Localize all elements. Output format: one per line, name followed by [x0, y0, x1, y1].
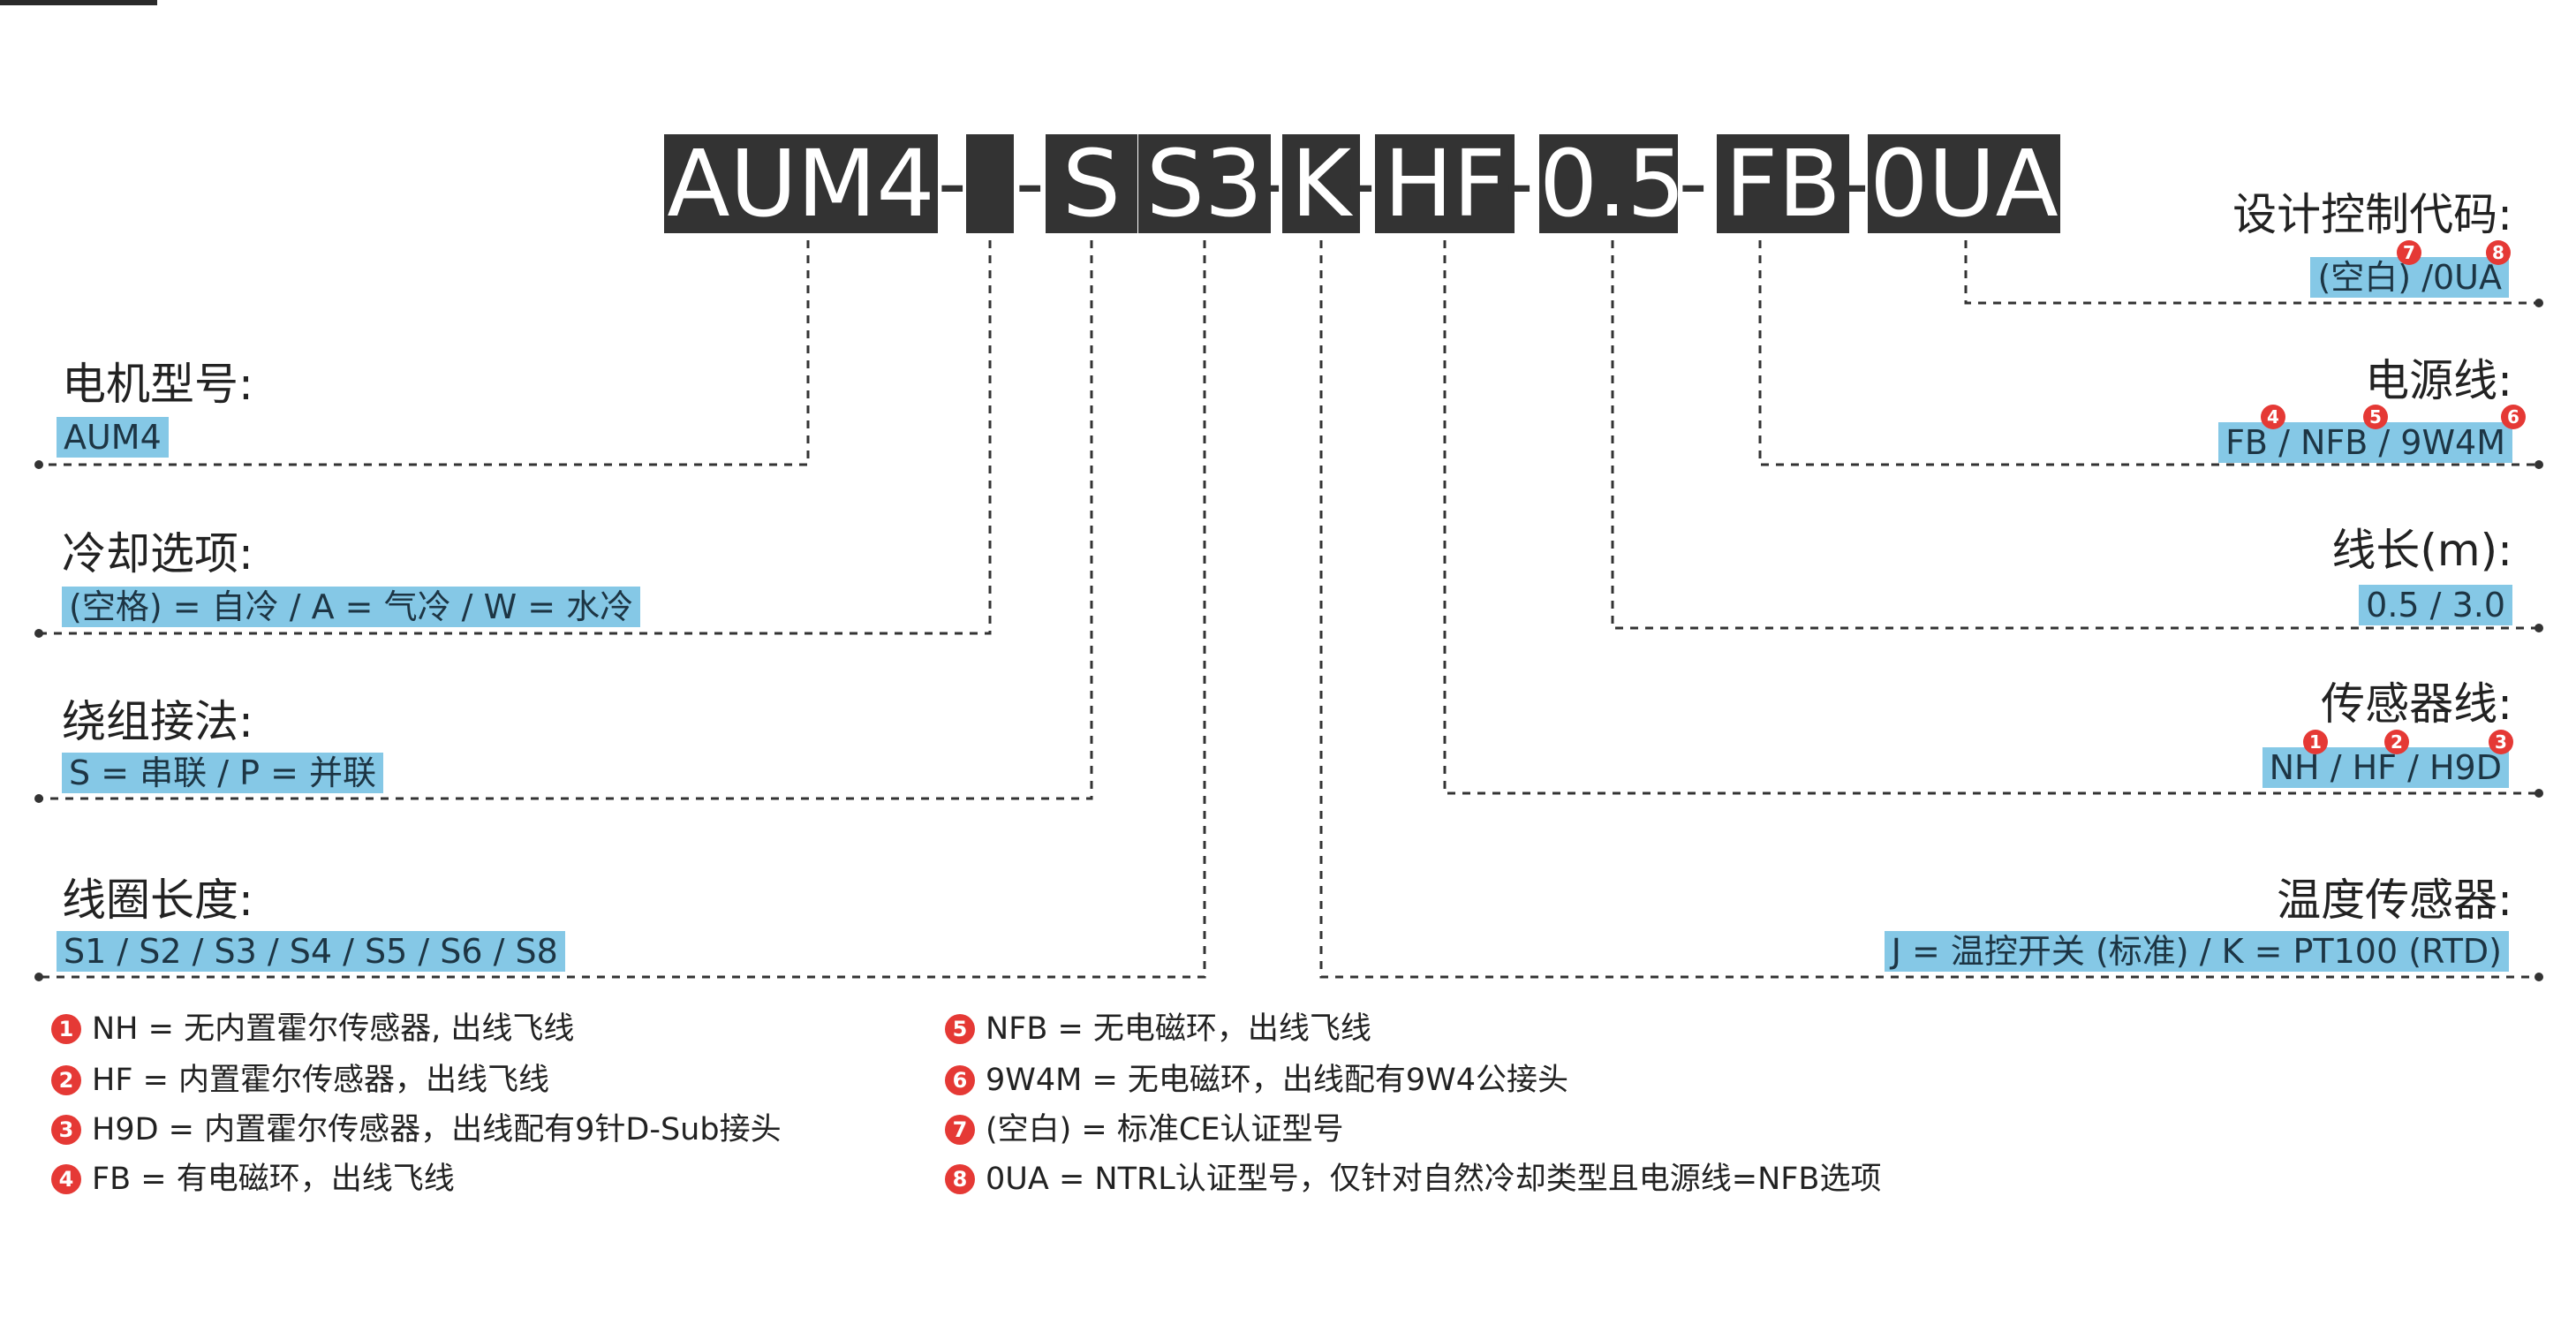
winding-title: 绕组接法:	[62, 696, 253, 747]
marker-3: 3	[2489, 730, 2513, 754]
sensor-cable-value: NH / HF / H9D	[2262, 747, 2509, 788]
note-marker-7: 7	[945, 1115, 975, 1145]
code-separator: -	[1679, 137, 1708, 230]
sensor-cable-title: 传感器线:	[2321, 678, 2512, 730]
power-cable-value: FB / NFB / 9W4M	[2218, 422, 2512, 463]
dot	[2534, 624, 2543, 632]
code-separator: -	[1505, 137, 1534, 230]
note-marker-5: 5	[945, 1014, 975, 1044]
connector-cooling	[39, 240, 992, 635]
marker-8: 8	[2486, 240, 2511, 265]
marker-7: 7	[2397, 240, 2421, 265]
code-segment-design: 0UA	[1868, 134, 2060, 233]
temp-sensor-value: J = 温控开关 (标准) / K = PT100 (RTD)	[1884, 931, 2509, 972]
coil-length-value: S1 / S2 / S3 / S4 / S5 / S6 / S8	[57, 931, 565, 972]
connector-winding	[39, 240, 1093, 800]
marker-4: 4	[2261, 405, 2285, 429]
code-segment-sensor: HF	[1375, 134, 1515, 233]
motor-model-value: AUM4	[57, 417, 169, 458]
connector-power-cable	[1758, 240, 2539, 466]
cable-length-value: 0.5 / 3.0	[2359, 585, 2512, 625]
code-segment-power: FB	[1717, 134, 1849, 233]
code-segment-temp: K	[1282, 134, 1360, 233]
note-marker-4: 4	[51, 1164, 81, 1194]
code-separator: -	[938, 137, 967, 230]
dot	[34, 629, 43, 638]
code-separator: -	[1254, 137, 1283, 230]
code-segment-length: 0.5	[1539, 134, 1678, 233]
code-separator: -	[1347, 137, 1376, 230]
marker-6: 6	[2501, 405, 2526, 429]
note-marker-8: 8	[945, 1164, 975, 1194]
code-segment-winding: S	[1046, 134, 1137, 233]
connector-coil-length	[39, 240, 1206, 979]
marker-5: 5	[2363, 405, 2388, 429]
corner-accent-bar	[0, 0, 157, 5]
dot	[2534, 973, 2543, 981]
note-marker-2: 2	[51, 1065, 81, 1095]
note-marker-3: 3	[51, 1115, 81, 1145]
design-code-title: 设计控制代码:	[2232, 189, 2512, 240]
note-2: HF = 内置霍尔传感器，出线飞线	[92, 1063, 550, 1098]
code-segment-cooling	[966, 134, 1014, 233]
motor-model-title: 电机型号:	[62, 359, 253, 410]
code-segment-coil: S3	[1138, 134, 1271, 233]
connector-sensor-cable	[1443, 240, 2539, 795]
note-8: 0UA = NTRL认证型号，仅针对自然冷却类型且电源线=NFB选项	[986, 1162, 1882, 1197]
note-marker-1: 1	[51, 1014, 81, 1044]
code-segment-motor: AUM4	[664, 134, 938, 233]
connector-motor-model	[39, 240, 810, 466]
cooling-title: 冷却选项:	[62, 528, 253, 579]
dot	[34, 794, 43, 803]
note-5: NFB = 无电磁环，出线飞线	[986, 1011, 1371, 1047]
note-4: FB = 有电磁环，出线飞线	[92, 1162, 455, 1197]
code-separator: -	[1111, 137, 1140, 230]
note-marker-6: 6	[945, 1065, 975, 1095]
connector-temp-sensor	[1319, 240, 2539, 979]
winding-value: S = 串联 / P = 并联	[62, 753, 383, 793]
dot	[2534, 460, 2543, 469]
power-cable-title: 电源线:	[2365, 355, 2512, 406]
marker-1: 1	[2303, 730, 2328, 754]
note-7: (空白) = 标准CE认证型号	[986, 1112, 1344, 1147]
note-3: H9D = 内置霍尔传感器，出线配有9针D-Sub接头	[92, 1112, 782, 1147]
temp-sensor-title: 温度传感器:	[2277, 874, 2512, 926]
note-1: NH = 无内置霍尔传感器, 出线飞线	[92, 1011, 575, 1047]
cooling-value: (空格) = 自冷 / A = 气冷 / W = 水冷	[62, 587, 641, 627]
cable-length-title: 线长(m):	[2331, 525, 2512, 576]
dot	[34, 460, 43, 469]
dot	[2534, 789, 2543, 798]
note-6: 9W4M = 无电磁环，出线配有9W4公接头	[986, 1063, 1569, 1098]
dot	[34, 973, 43, 981]
code-separator: -	[1016, 137, 1045, 230]
dot	[2534, 299, 2543, 307]
coil-length-title: 线圈长度:	[62, 874, 253, 926]
connector-design-code	[1964, 240, 2539, 305]
code-separator: -	[1840, 137, 1870, 230]
marker-2: 2	[2384, 730, 2409, 754]
